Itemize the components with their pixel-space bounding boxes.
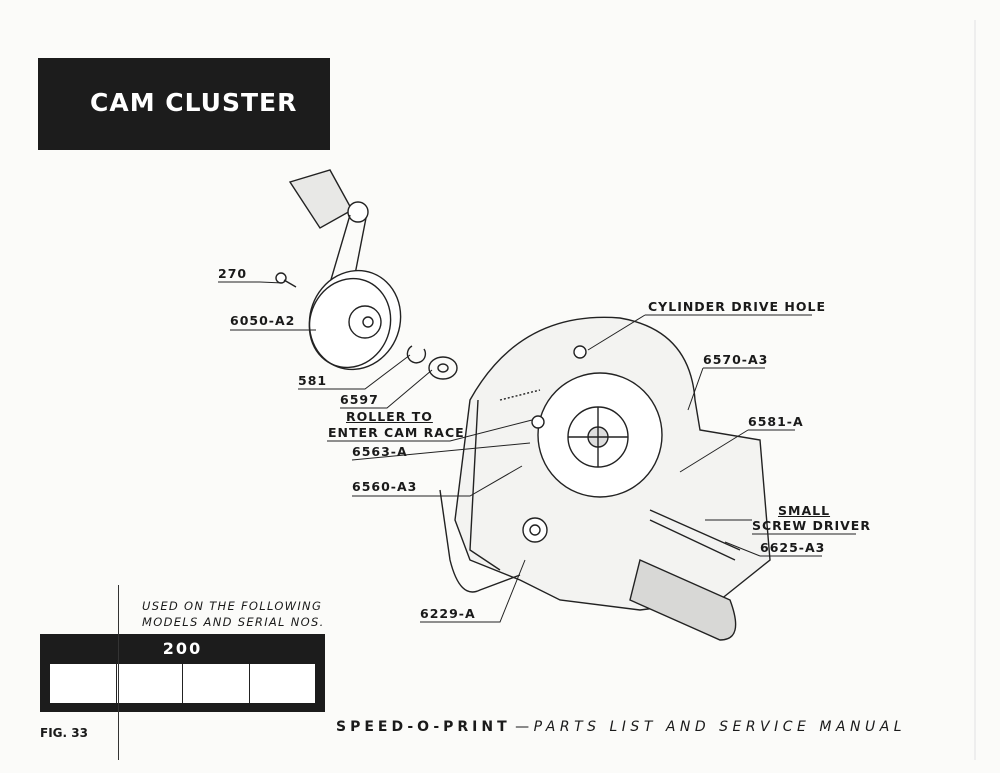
title-block: CAM CLUSTER bbox=[38, 58, 330, 150]
footer-dash: — bbox=[510, 719, 534, 735]
page-title: CAM CLUSTER bbox=[90, 88, 298, 117]
screw-270 bbox=[275, 272, 297, 288]
washer bbox=[428, 356, 458, 380]
callout-6597: 6597 bbox=[340, 392, 379, 407]
callout-581: 581 bbox=[298, 373, 328, 388]
leader-lines bbox=[218, 281, 856, 623]
callout-6229-a: 6229-A bbox=[420, 606, 476, 621]
serial-cell bbox=[182, 664, 249, 703]
serial-cell bbox=[50, 664, 116, 703]
retaining-ring bbox=[406, 345, 427, 364]
footer-subtitle: PARTS LIST AND SERVICE MANUAL bbox=[533, 719, 907, 735]
callout-6570-a3: 6570-A3 bbox=[703, 352, 769, 367]
callout-screw-driver: SCREW DRIVER bbox=[752, 518, 871, 533]
callout-6560-a3: 6560-A3 bbox=[352, 479, 418, 494]
models-caption-line2: MODELS AND SERIAL NOS. bbox=[142, 615, 325, 629]
models-caption-line1: USED ON THE FOLLOWING bbox=[142, 599, 323, 613]
housing bbox=[439, 316, 771, 641]
models-caption: USED ON THE FOLLOWING MODELS AND SERIAL … bbox=[142, 598, 325, 630]
callout-roller-line2: ENTER CAM RACE bbox=[328, 425, 465, 440]
cam-disc bbox=[308, 269, 402, 371]
models-table: 200 bbox=[40, 634, 325, 712]
callout-6581-a: 6581-A bbox=[748, 414, 804, 429]
serial-cell bbox=[115, 664, 183, 703]
serial-cells bbox=[50, 664, 315, 703]
model-number: 200 bbox=[162, 639, 203, 658]
callout-roller-line1: ROLLER TO bbox=[346, 409, 433, 424]
callout-6563-a: 6563-A bbox=[352, 444, 408, 459]
serial-cell bbox=[248, 664, 316, 703]
callout-6050-a2: 6050-A2 bbox=[230, 313, 296, 328]
callout-270: 270 bbox=[218, 266, 248, 281]
divider-line bbox=[118, 585, 119, 760]
callout-cylinder-drive-hole: CYLINDER DRIVE HOLE bbox=[648, 299, 827, 314]
callout-6625-a3: 6625-A3 bbox=[760, 540, 826, 555]
footer-brand: SPEED-O-PRINT bbox=[336, 719, 511, 735]
crank-handle bbox=[288, 169, 369, 301]
callout-small: SMALL bbox=[778, 503, 831, 518]
footer: SPEED-O-PRINT — PARTS LIST AND SERVICE M… bbox=[336, 719, 906, 735]
figure-number: FIG. 33 bbox=[40, 726, 88, 740]
